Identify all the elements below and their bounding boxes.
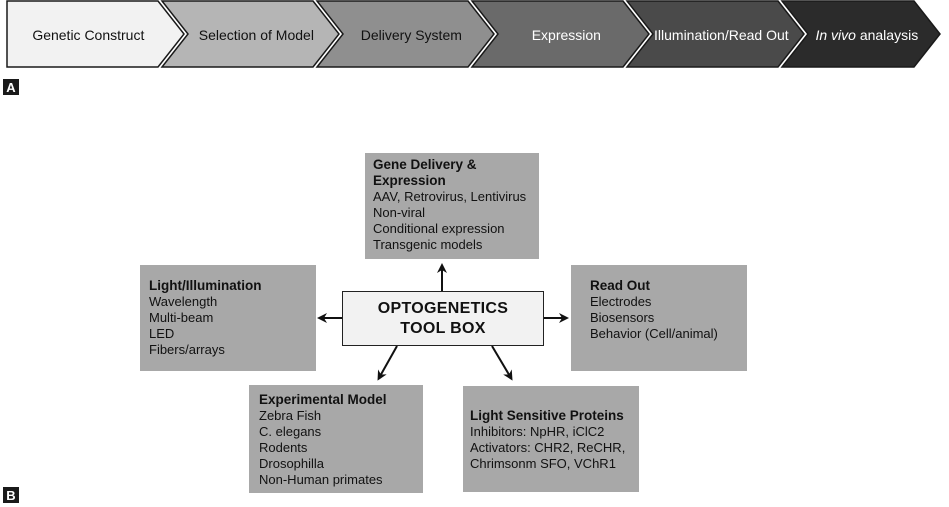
experimental-model-item: C. elegans — [259, 424, 322, 439]
experimental-model-item: Non-Human primates — [259, 472, 383, 487]
gene-delivery-title-2: Expression — [373, 173, 446, 188]
light-illumination-box: Light/Illumination Wavelength Multi-beam… — [140, 265, 316, 371]
gene-delivery-item: Transgenic models — [373, 237, 483, 252]
light-sensitive-item: Activators: CHR2, ReCHR, — [470, 440, 626, 455]
panel-a-label: A — [3, 79, 19, 95]
experimental-model-box: Experimental Model Zebra Fish C. elegans… — [249, 385, 423, 493]
read-out-title: Read Out — [590, 278, 651, 293]
process-step-shape — [160, 0, 340, 68]
process-step-shape — [625, 0, 805, 68]
experimental-model-title: Experimental Model — [259, 392, 387, 407]
process-flow — [6, 0, 941, 68]
process-step-label: Delivery System — [360, 27, 462, 43]
experimental-model-item: Drosophilla — [259, 456, 325, 471]
gene-delivery-item: Non-viral — [373, 205, 426, 220]
light-sensitive-title: Light Sensitive Proteins — [470, 408, 624, 423]
light-illumination-item: Wavelength — [149, 294, 218, 309]
gene-delivery-box: Gene Delivery & Expression AAV, Retrovir… — [365, 153, 539, 259]
process-step-shape — [470, 0, 650, 68]
arrow-to-experimental-model — [377, 345, 398, 381]
light-sensitive-proteins-box: Light Sensitive Proteins Inhibitors: NpH… — [463, 386, 639, 492]
read-out-item: Biosensors — [590, 310, 655, 325]
light-illumination-title: Light/Illumination — [149, 278, 262, 293]
process-step-shape — [6, 0, 185, 68]
read-out-item: Behavior (Cell/animal) — [590, 326, 718, 341]
toolbox-center: OPTOGENETICS TOOL BOX — [342, 291, 544, 346]
process-step-label: Expression — [531, 27, 601, 43]
process-step-label: Selection of Model — [198, 27, 314, 43]
read-out-box: Read Out Electrodes Biosensors Behavior … — [571, 265, 747, 371]
process-step-shape — [780, 0, 941, 68]
light-illumination-item: LED — [149, 326, 175, 341]
process-step-label: Genetic Construct — [32, 27, 145, 43]
process-step-shape — [315, 0, 495, 68]
toolbox-title-line2: TOOL BOX — [400, 319, 486, 337]
panel-b-label: B — [3, 487, 19, 503]
gene-delivery-item: Conditional expression — [373, 221, 505, 236]
experimental-model-item: Rodents — [259, 440, 308, 455]
toolbox-title-line1: OPTOGENETICS — [377, 299, 509, 317]
arrow-to-light-sensitive — [491, 345, 513, 381]
light-sensitive-item: Inhibitors: NpHR, iClC2 — [470, 424, 605, 439]
light-illumination-item: Fibers/arrays — [149, 342, 225, 357]
read-out-item: Electrodes — [590, 294, 652, 309]
experimental-model-item: Zebra Fish — [259, 408, 322, 423]
process-step-label: Illumination/Read Out — [654, 27, 789, 43]
light-illumination-item: Multi-beam — [149, 310, 214, 325]
gene-delivery-title: Gene Delivery & — [373, 157, 477, 172]
light-sensitive-item: Chrimsonm SFO, VChR1 — [470, 456, 616, 471]
process-step-label: In vivo analaysis — [815, 27, 919, 43]
gene-delivery-item: AAV, Retrovirus, Lentivirus — [373, 189, 527, 204]
